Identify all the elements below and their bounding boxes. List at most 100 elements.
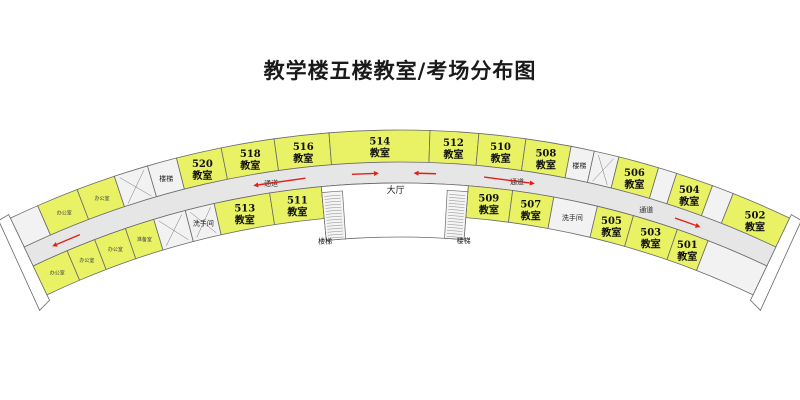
stair-step-line bbox=[449, 197, 466, 199]
stair-step-line bbox=[327, 230, 344, 233]
room-number: 503 bbox=[640, 227, 661, 238]
room-type-label: 教室 bbox=[442, 148, 463, 161]
corridor-label: 通道 bbox=[639, 205, 653, 214]
room-type-label: 教室 bbox=[535, 159, 556, 172]
stair-step-line bbox=[324, 194, 341, 197]
room-type-label: 教室 bbox=[623, 178, 644, 191]
room-type-label: 教室 bbox=[640, 237, 661, 250]
lobby-stair-left bbox=[321, 190, 347, 241]
stairs-label: 楼梯 bbox=[572, 161, 586, 170]
stair-step-line bbox=[328, 236, 344, 239]
room-number: 510 bbox=[490, 142, 511, 153]
room-type-label: 教室 bbox=[191, 169, 212, 182]
office-label: 办公室 bbox=[57, 209, 72, 216]
stair-step-line bbox=[326, 221, 343, 224]
room-type-label: 教室 bbox=[478, 204, 499, 217]
room-number: 505 bbox=[601, 216, 622, 227]
stair-step-line bbox=[448, 206, 465, 208]
room-type-label: 教室 bbox=[286, 205, 307, 218]
office-label: 办公室 bbox=[94, 195, 109, 202]
office-label: 办公室 bbox=[50, 269, 65, 276]
arrows-layer bbox=[52, 170, 701, 247]
stair-step-line bbox=[447, 227, 463, 229]
arrow-east-end bbox=[674, 217, 701, 228]
room-type-label: 教室 bbox=[490, 152, 511, 165]
inner-room-ring bbox=[32, 154, 768, 296]
office-label: 办公室 bbox=[79, 257, 94, 264]
stair-step-line bbox=[326, 215, 343, 218]
shaft-cross bbox=[127, 170, 145, 204]
room-type-label: 教室 bbox=[678, 195, 699, 208]
arrow-to-east-stairs bbox=[484, 176, 535, 186]
stair-step-line bbox=[449, 194, 466, 196]
stair-step-line bbox=[327, 233, 344, 236]
stair-step-line bbox=[448, 212, 464, 214]
stair-step-line bbox=[325, 206, 342, 209]
stair-step-line bbox=[447, 221, 464, 223]
room-type-label: 教室 bbox=[234, 214, 255, 227]
stair-step-line bbox=[446, 236, 463, 238]
stair-step-line bbox=[326, 212, 342, 215]
labels-layer: 520教室518教室516教室514教室512教室510教室508教室506教室… bbox=[50, 137, 766, 277]
stair-step-line bbox=[326, 218, 343, 221]
stair-step-line bbox=[327, 227, 343, 230]
shaft-cross bbox=[592, 158, 614, 182]
stair-step-line bbox=[446, 233, 463, 235]
room-number: 513 bbox=[234, 204, 255, 215]
shaft-cross bbox=[166, 214, 182, 247]
stair-step-line bbox=[447, 230, 463, 232]
room-number: 520 bbox=[192, 159, 213, 170]
stairs-label: 楼梯 bbox=[457, 236, 471, 245]
room-type-label: 教室 bbox=[520, 209, 541, 222]
stair-step-line bbox=[448, 209, 465, 211]
room-number: 504 bbox=[679, 185, 700, 196]
room-type-label: 教室 bbox=[600, 226, 621, 239]
arrow-to-lobby-right bbox=[413, 170, 437, 176]
stair-step-line bbox=[447, 218, 464, 220]
stair-step-line bbox=[447, 224, 464, 226]
washroom-label: 洗手间 bbox=[193, 218, 214, 227]
room-number: 514 bbox=[369, 137, 390, 148]
room-number: 518 bbox=[240, 149, 261, 160]
service-room bbox=[696, 240, 768, 296]
stair-step-line bbox=[325, 209, 342, 212]
office-label: 办公室 bbox=[108, 246, 123, 253]
room-number: 507 bbox=[520, 199, 541, 210]
stair-step-line bbox=[327, 224, 343, 227]
room-number: 508 bbox=[535, 149, 556, 160]
shaft-cross bbox=[119, 177, 152, 197]
room-number: 511 bbox=[287, 195, 308, 206]
room-number: 516 bbox=[293, 142, 314, 153]
lobby-stair-right bbox=[444, 189, 469, 240]
shaft-cross bbox=[158, 220, 189, 240]
room-type-label: 教室 bbox=[744, 221, 765, 234]
stair-step-line bbox=[324, 200, 341, 203]
room-number: 509 bbox=[478, 194, 499, 205]
washroom-label: 洗手间 bbox=[562, 213, 583, 222]
room-number: 506 bbox=[624, 168, 645, 179]
office-label: 准备室 bbox=[137, 236, 152, 243]
stair-step-line bbox=[447, 215, 464, 217]
room-type-label: 教室 bbox=[369, 147, 390, 160]
stair-step-line bbox=[325, 203, 342, 206]
stair-step-line bbox=[448, 203, 465, 205]
shaft-cross bbox=[196, 207, 211, 238]
room-type-label: 教室 bbox=[676, 250, 697, 263]
arrow-to-west-stairs bbox=[253, 177, 306, 188]
stair-step-line bbox=[448, 200, 465, 202]
room-number: 502 bbox=[745, 211, 766, 222]
page-title: 教学楼五楼教室/考场分布图 bbox=[263, 59, 537, 83]
